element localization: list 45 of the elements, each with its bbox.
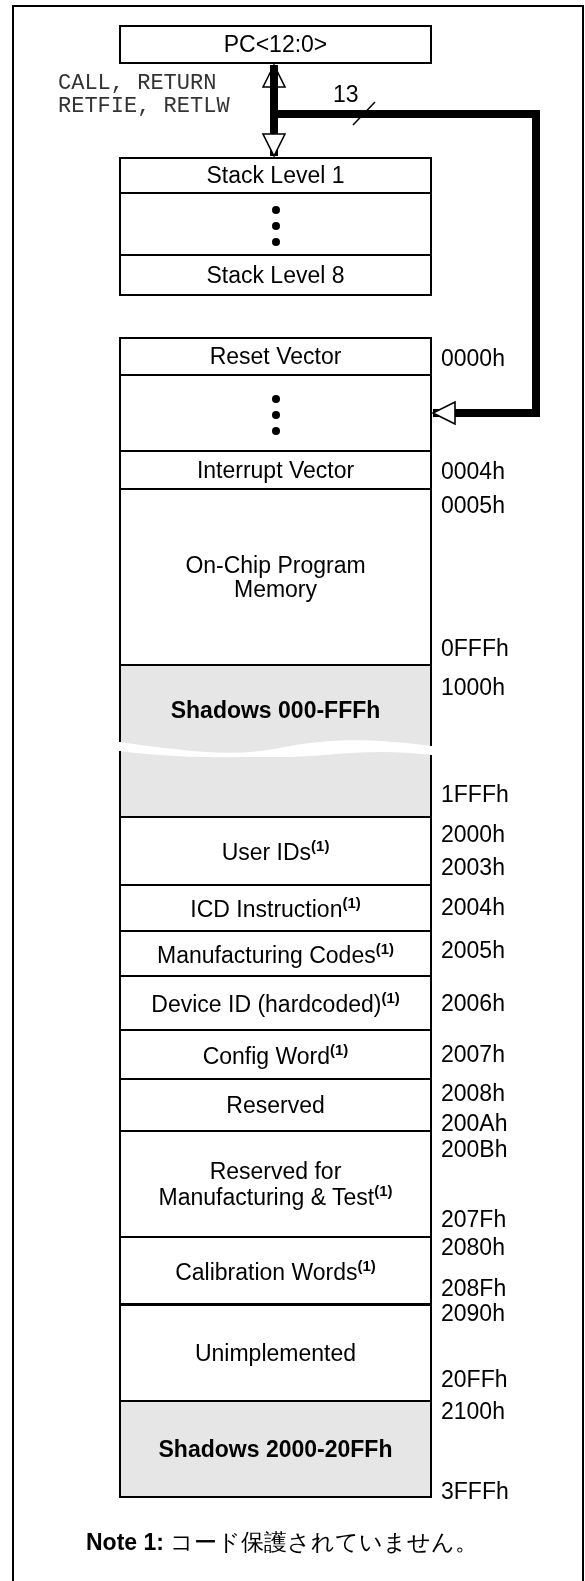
address-label: 0005h <box>441 493 505 517</box>
address-label: 0000h <box>441 346 505 370</box>
shaded-memory-block: Shadows 2000-20FFh <box>119 1400 432 1498</box>
bus-arrow <box>270 65 540 425</box>
address-label: 2008h <box>441 1081 505 1105</box>
address-label: 2003h <box>441 855 505 879</box>
address-label: 2080h <box>441 1235 505 1259</box>
memory-block: Device ID (hardcoded)$^{(1)}$ <box>119 975 432 1031</box>
address-label: 2100h <box>441 1399 505 1423</box>
memory-block: ICD Instruction$^{(1)}$ <box>119 884 432 932</box>
memory-block: Reserved <box>119 1078 432 1132</box>
address-label: 2000h <box>441 822 505 846</box>
memory-block: On-Chip Program Memory <box>119 488 432 666</box>
memory-block: Stack Level 8 <box>119 254 432 296</box>
memory-block: User IDs$^{(1)}$ <box>119 816 432 886</box>
memory-block: Interrupt Vector <box>119 450 432 490</box>
address-label: 1FFFh <box>441 782 509 806</box>
address-label: 0FFFh <box>441 636 509 660</box>
memory-block: Calibration Words$^{(1)}$ <box>119 1236 432 1305</box>
stack-box <box>119 192 432 256</box>
address-label: 208Fh <box>441 1276 507 1300</box>
address-label: 3FFFh <box>441 1479 509 1503</box>
edge-label: 13 <box>333 82 359 107</box>
memory-block: Manufacturing Codes$^{(1)}$ <box>119 930 432 977</box>
address-label: 2006h <box>441 991 505 1015</box>
address-label: 2005h <box>441 938 505 962</box>
memory-block: Config Word$^{(1)}$ <box>119 1029 432 1080</box>
note-text: Note 1: コード保護されていません。 <box>86 1530 479 1556</box>
address-label: 200Bh <box>441 1137 508 1161</box>
memory-block: Stack Level 1 <box>119 157 432 194</box>
address-label: 207Fh <box>441 1207 507 1231</box>
edge-label: CALL, RETURN RETFIE, RETLW <box>58 72 231 119</box>
address-label: 200Ah <box>441 1111 508 1135</box>
memory-block: Unimplemented <box>119 1304 432 1402</box>
memory-block: PC<12:0> <box>119 25 432 64</box>
address-label: 1000h <box>441 675 505 699</box>
memory-block: Reserved for Manufacturing & Test$^{(1)}$ <box>119 1130 432 1238</box>
stack-box <box>119 374 432 452</box>
address-label: 2007h <box>441 1042 505 1066</box>
address-label: 0004h <box>441 459 505 483</box>
address-label: 2090h <box>441 1301 505 1325</box>
memory-block: Reset Vector <box>119 337 432 376</box>
address-label: 2004h <box>441 895 505 919</box>
address-label: 20FFh <box>441 1367 508 1391</box>
bus-arrow <box>262 64 286 157</box>
